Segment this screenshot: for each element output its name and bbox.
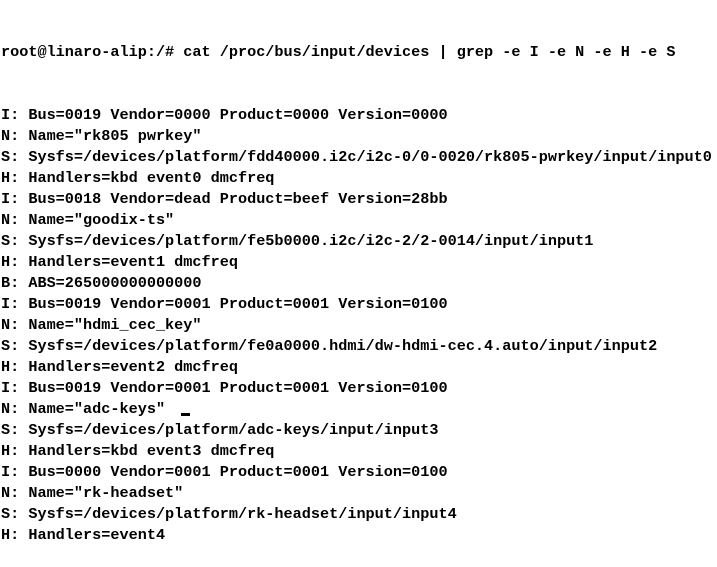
output-line: N: Name="hdmi_cec_key" bbox=[1, 316, 202, 334]
terminal-cursor bbox=[181, 413, 190, 416]
output-line: H: Handlers=kbd event3 dmcfreq bbox=[1, 442, 275, 460]
output-line: N: Name="rk-headset" bbox=[1, 484, 184, 502]
output-line: H: Handlers=event1 dmcfreq bbox=[1, 253, 238, 271]
output-line: S: Sysfs=/devices/platform/fe0a0000.hdmi… bbox=[1, 337, 658, 355]
command-text: cat /proc/bus/input/devices | grep -e I … bbox=[183, 43, 676, 61]
output-line: N: Name="adc-keys" bbox=[1, 400, 166, 418]
output-line: S: Sysfs=/devices/platform/adc-keys/inpu… bbox=[1, 421, 439, 439]
output-line: H: Handlers=event2 dmcfreq bbox=[1, 358, 238, 376]
output-line: I: Bus=0018 Vendor=dead Product=beef Ver… bbox=[1, 190, 448, 208]
output-line: N: Name="goodix-ts" bbox=[1, 211, 175, 229]
output-line: S: Sysfs=/devices/platform/fe5b0000.i2c/… bbox=[1, 232, 594, 250]
output-line: S: Sysfs=/devices/platform/fdd40000.i2c/… bbox=[1, 148, 712, 166]
output-line: I: Bus=0019 Vendor=0001 Product=0001 Ver… bbox=[1, 379, 448, 397]
output-line: I: Bus=0000 Vendor=0001 Product=0001 Ver… bbox=[1, 463, 448, 481]
shell-prompt: root@linaro-alip:/# bbox=[1, 43, 184, 61]
output-line: S: Sysfs=/devices/platform/rk-headset/in… bbox=[1, 505, 457, 523]
output-line: N: Name="rk805 pwrkey" bbox=[1, 127, 202, 145]
output-line: H: Handlers=kbd event0 dmcfreq bbox=[1, 169, 275, 187]
output-line: I: Bus=0019 Vendor=0000 Product=0000 Ver… bbox=[1, 106, 448, 124]
output-line: I: Bus=0019 Vendor=0001 Product=0001 Ver… bbox=[1, 295, 448, 313]
command-line: root@linaro-alip:/# cat /proc/bus/input/… bbox=[1, 42, 712, 63]
output-line: B: ABS=265000000000000 bbox=[1, 274, 202, 292]
output-line: H: Handlers=event4 bbox=[1, 526, 166, 544]
